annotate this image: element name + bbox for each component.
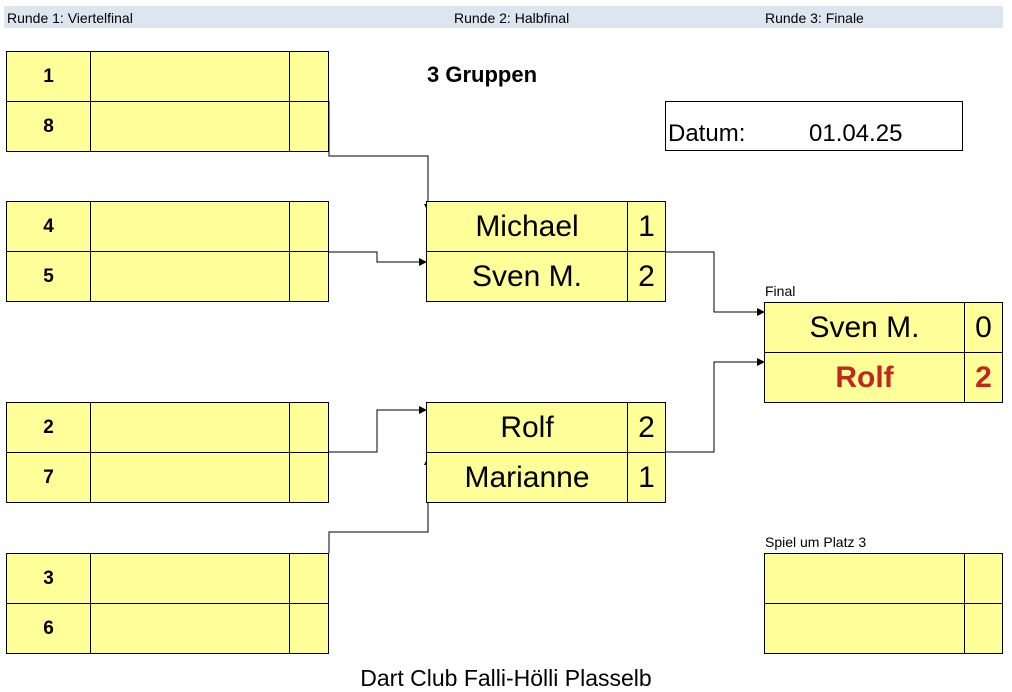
player-name[interactable] — [765, 604, 964, 653]
player-score[interactable] — [289, 202, 328, 251]
final-slot: Sven M. 0 — [764, 302, 1003, 353]
third-place-label: Spiel um Platz 3 — [765, 534, 867, 550]
qf-slot: 1 — [6, 51, 329, 102]
player-score[interactable]: 2 — [627, 252, 665, 301]
player-score[interactable] — [289, 252, 328, 301]
seed-number: 1 — [43, 65, 54, 87]
player-score[interactable] — [964, 604, 1002, 653]
player-name[interactable] — [90, 202, 289, 251]
player-score[interactable]: 0 — [964, 303, 1002, 352]
sf-slot: Rolf 2 — [426, 402, 666, 453]
qf-slot: 7 — [6, 452, 329, 503]
player-score[interactable]: 1 — [627, 453, 665, 502]
seed-number: 2 — [43, 416, 54, 438]
player-score[interactable] — [289, 453, 328, 502]
seed-number: 3 — [43, 567, 54, 589]
qf-slot: 2 — [6, 402, 329, 453]
player-name[interactable]: Rolf — [500, 410, 554, 444]
final-label: Final — [765, 283, 796, 299]
date-box: Datum: 01.04.25 — [665, 101, 963, 151]
player-name[interactable] — [90, 102, 289, 151]
player-score[interactable] — [289, 102, 328, 151]
group-title: 3 Gruppen — [427, 62, 538, 87]
qf-slot: 3 — [6, 553, 329, 604]
player-score[interactable] — [289, 52, 328, 101]
player-name[interactable] — [90, 453, 289, 502]
date-value: 01.04.25 — [809, 120, 903, 147]
player-score[interactable] — [289, 554, 328, 603]
sf-slot: Marianne 1 — [426, 452, 666, 503]
final-slot-winner: Rolf 2 — [764, 352, 1003, 403]
qf-slot: 8 — [6, 101, 329, 152]
player-score[interactable]: 1 — [627, 202, 665, 251]
player-score[interactable] — [289, 604, 328, 653]
round-2-label: Runde 2: Halbfinal — [454, 10, 570, 26]
seed-number: 6 — [43, 617, 54, 639]
round-header-bar: Runde 1: Viertelfinal Runde 2: Halbfinal… — [4, 6, 1003, 28]
player-name[interactable] — [90, 554, 289, 603]
player-score[interactable] — [964, 554, 1002, 603]
player-score[interactable] — [289, 403, 328, 452]
seed-number: 5 — [43, 265, 54, 287]
round-3-label: Runde 3: Finale — [765, 10, 864, 26]
date-label: Datum: — [668, 120, 746, 147]
third-place-slot — [764, 603, 1003, 654]
player-name[interactable]: Marianne — [464, 460, 590, 494]
player-name[interactable] — [765, 554, 964, 603]
seed-number: 4 — [43, 215, 54, 237]
player-name[interactable]: Sven M. — [809, 310, 920, 344]
player-name[interactable] — [90, 252, 289, 301]
player-name[interactable] — [90, 403, 289, 452]
player-name[interactable] — [90, 604, 289, 653]
qf-slot: 4 — [6, 201, 329, 252]
sf-slot: Michael 1 — [426, 201, 666, 252]
seed-number: 8 — [43, 115, 54, 137]
player-name[interactable]: Sven M. — [471, 259, 583, 293]
player-score[interactable]: 2 — [627, 403, 665, 452]
round-1-label: Runde 1: Viertelfinal — [7, 10, 133, 26]
player-name[interactable] — [90, 52, 289, 101]
qf-slot: 5 — [6, 251, 329, 302]
third-place-slot — [764, 553, 1003, 604]
seed-number: 7 — [43, 466, 54, 488]
winner-name[interactable]: Rolf — [835, 360, 894, 394]
winner-score[interactable]: 2 — [964, 353, 1002, 402]
player-name[interactable]: Michael — [475, 209, 579, 243]
sf-slot: Sven M. 2 — [426, 251, 666, 302]
qf-slot: 6 — [6, 603, 329, 654]
club-footer: Dart Club Falli-Hölli Plasselb — [360, 665, 652, 691]
